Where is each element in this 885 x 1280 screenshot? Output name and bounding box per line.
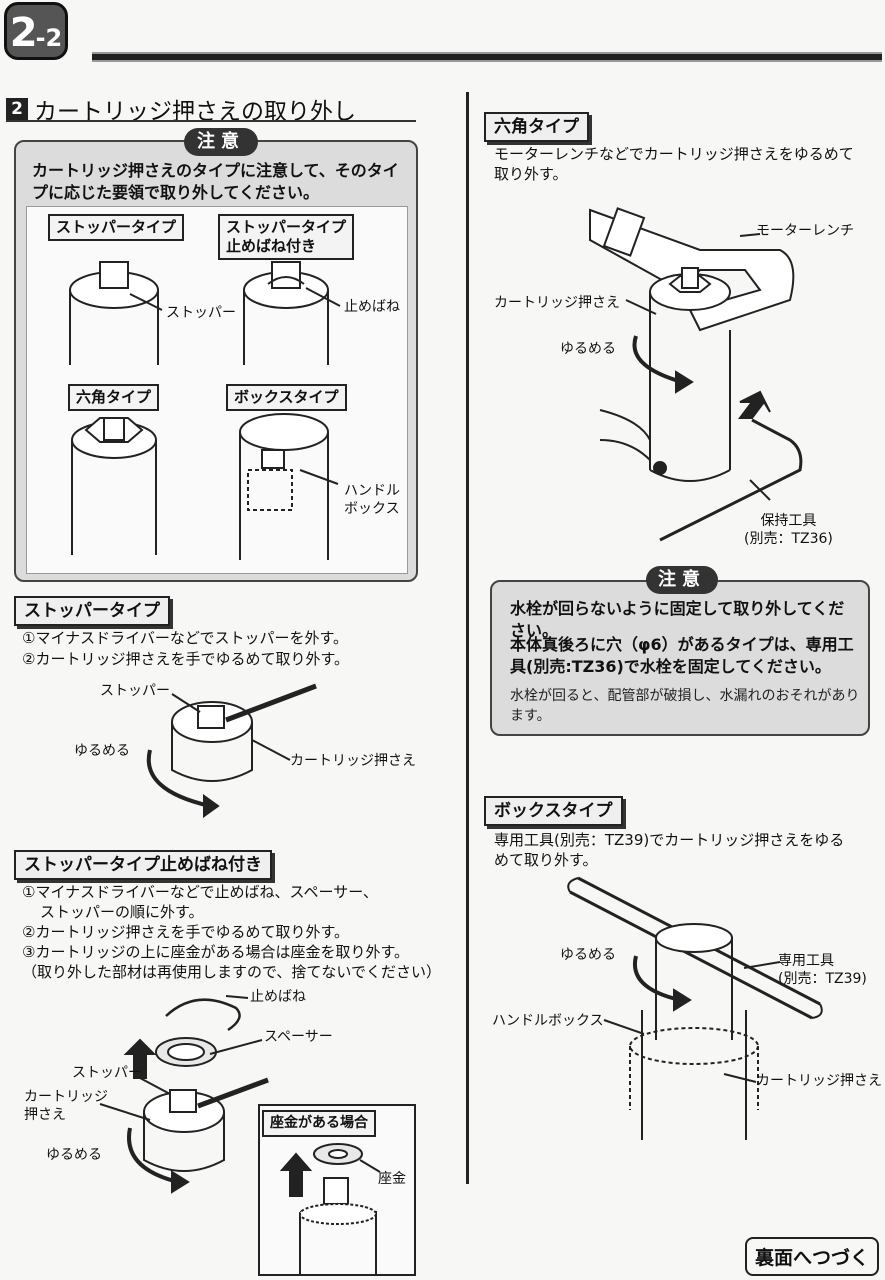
stopper-callout-stopper: ストッパー	[100, 683, 170, 699]
caution-right-line2: 本体真後ろに穴（φ6）があるタイプは、専用工具(別売:TZ36)で水栓を固定して…	[510, 635, 854, 676]
callout-handle-box-line2: ボックス	[344, 501, 400, 517]
hex-text-line1: モーターレンチなどでカートリッジ押さえをゆるめて	[494, 145, 854, 163]
stopper-spring-step-1b: ストッパーの順に外す。	[40, 903, 204, 921]
page-number-sub: -2	[35, 24, 63, 52]
section-underline	[6, 120, 416, 122]
box-callout-tool: 専用工具 (別売：TZ39)	[778, 952, 867, 988]
type-label-box: ボックスタイプ	[226, 384, 347, 411]
caution-right-line1: 水栓が回らないように固定して取り外してください。	[510, 599, 845, 640]
type-label-hex: 六角タイプ	[68, 384, 160, 411]
box-callout-tool-line2: (別売：TZ39)	[778, 971, 867, 987]
type-label-stopper: ストッパータイプ	[48, 214, 185, 241]
box-callout-cartridge: カートリッジ押さえ	[756, 1073, 882, 1089]
callout-handle-box-main: ハンドル ボックス	[344, 482, 400, 518]
hex-callout-holding-tool-line2: (別売：TZ36)	[744, 531, 833, 547]
column-divider	[466, 92, 469, 1184]
stopper-callout-cartridge: カートリッジ押さえ	[290, 753, 416, 769]
stopper-spring-step-1: ①マイナスドライバーなどで止めばね、スペーサー、	[22, 883, 379, 901]
washer-inset-title: 座金がある場合	[262, 1110, 376, 1137]
spring-callout-loosen: ゆるめる	[46, 1147, 102, 1163]
caution-box-right	[490, 580, 870, 736]
hex-callout-cartridge: カートリッジ押さえ	[494, 295, 620, 311]
spring-callout-cartridge: カートリッジ 押さえ	[24, 1088, 108, 1124]
box-callout-loosen: ゆるめる	[560, 947, 616, 963]
caution-label-main: 注意	[184, 128, 258, 156]
type-label-stopper-spring: ストッパータイプ 止めばね付き	[218, 214, 355, 260]
page-number-badge: 2-2	[4, 2, 68, 60]
spring-callout-spacer: スペーサー	[264, 1029, 333, 1045]
callout-spring-main: 止めばね	[344, 299, 400, 315]
stopper-spring-section-title: ストッパータイプ止めばね付き	[14, 850, 272, 880]
stopper-spring-step-3: ③カートリッジの上に座金がある場合は座金を取り外す。	[22, 943, 409, 961]
caution-right-sub: 水栓が回ると、配管部が破損し、水漏れのおそれがあります。	[510, 688, 860, 724]
hex-callout-holding-tool-line1: 保持工具	[760, 513, 817, 529]
hex-text-line2: 取り外す。	[494, 165, 568, 183]
spring-callout-cartridge-line1: カートリッジ	[24, 1089, 108, 1105]
caution-label-right: 注意	[646, 566, 718, 594]
type-label-stopper-spring-line1: ストッパータイプ	[226, 218, 347, 236]
stopper-step-2: ②カートリッジ押さえを手でゆるめて取り外す。	[22, 650, 349, 668]
spring-callout-stopper: ストッパー	[72, 1065, 142, 1081]
callout-stopper-main: ストッパー	[166, 305, 236, 321]
header-rule	[92, 52, 882, 62]
stopper-spring-step-2: ②カートリッジ押さえを手でゆるめて取り外す。	[22, 923, 349, 941]
washer-inset-callout: 座金	[378, 1171, 406, 1187]
hex-callout-holding-tool: 保持工具 (別売：TZ36)	[744, 512, 833, 548]
spring-callout-cartridge-line2: 押さえ	[24, 1107, 66, 1123]
callout-handle-box-line1: ハンドル	[344, 483, 400, 499]
box-section-title: ボックスタイプ	[484, 796, 623, 826]
box-callout-tool-line1: 専用工具	[778, 953, 834, 969]
box-callout-handle-box: ハンドルボックス	[492, 1013, 604, 1029]
stopper-spring-note: （取り外した部材は再使用しますので、捨てないでください）	[22, 963, 441, 981]
stopper-section-title: ストッパータイプ	[14, 596, 170, 626]
hex-section-title: 六角タイプ	[484, 112, 589, 142]
hex-callout-wrench: モーターレンチ	[756, 223, 854, 239]
stopper-callout-loosen: ゆるめる	[74, 743, 130, 759]
box-text-line1: 専用工具(別売：TZ39)でカートリッジ押さえをゆる	[494, 831, 845, 849]
hex-callout-loosen: ゆるめる	[560, 341, 616, 357]
section-number: 2	[6, 98, 28, 120]
continue-on-back: 裏面へつづく	[744, 1237, 879, 1276]
stopper-step-1: ①マイナスドライバーなどでストッパーを外す。	[22, 629, 349, 647]
box-text-line2: めて取り外す。	[494, 851, 598, 869]
spring-callout-spring: 止めばね	[250, 989, 306, 1005]
caution-text-main: カートリッジ押さえのタイプに注意して、そのタイプに応じた要領で取り外してください…	[32, 161, 399, 202]
page-number: 2	[9, 10, 38, 56]
type-label-stopper-spring-line2: 止めばね付き	[226, 237, 317, 255]
